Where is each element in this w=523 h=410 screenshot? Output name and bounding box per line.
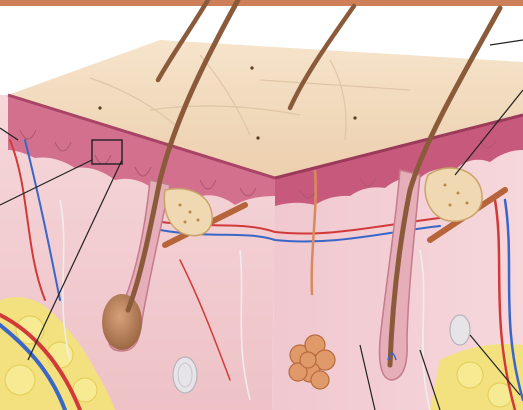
leader-line-right-1 xyxy=(490,40,523,45)
sebaceous-gland-right xyxy=(425,168,482,221)
pacinian-corpuscle-right xyxy=(450,315,470,345)
top-bar xyxy=(0,0,523,6)
pacinian-corpuscle xyxy=(173,357,197,393)
hair-bulb-left xyxy=(102,294,142,350)
